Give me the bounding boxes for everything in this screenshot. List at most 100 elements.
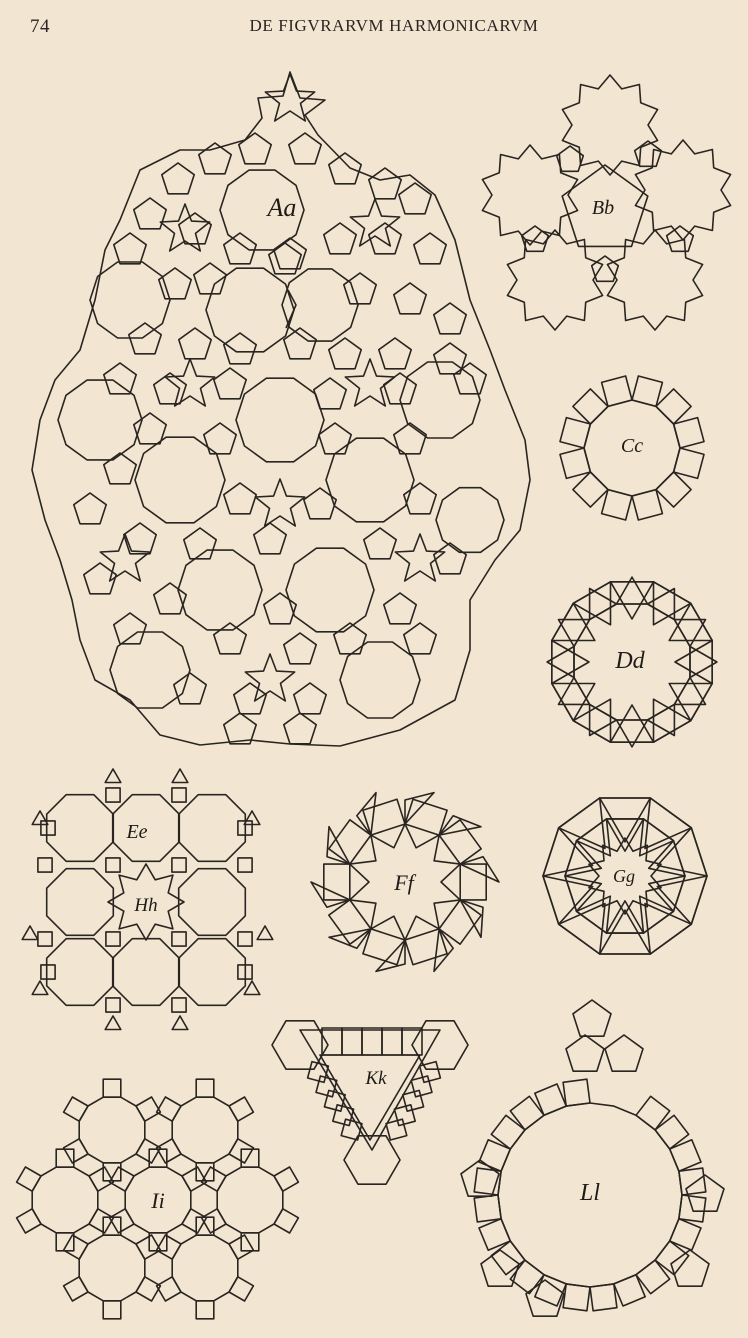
ii-square-6-8 bbox=[195, 1216, 215, 1236]
kk-square-right-4 bbox=[385, 1118, 408, 1141]
kk-square-left-2 bbox=[323, 1089, 347, 1112]
ii-square-1-8 bbox=[195, 1078, 215, 1098]
aa-pentagon-41 bbox=[402, 482, 438, 515]
ii-square-3-8 bbox=[148, 1148, 168, 1168]
aa-pentagon-8 bbox=[178, 212, 212, 245]
figure-label-kk: Kk bbox=[364, 1068, 387, 1089]
ff-rhomb-4 bbox=[433, 928, 455, 973]
ii-square-5-6 bbox=[62, 1234, 89, 1260]
bb-center-pentagon bbox=[561, 164, 649, 248]
aa-pentagon-48 bbox=[83, 562, 117, 595]
aa-pentagon-49 bbox=[153, 582, 187, 615]
gg-triangle-out-5 bbox=[542, 826, 594, 877]
dd-triangle-out-1 bbox=[646, 703, 676, 737]
gg-triangle-out-4 bbox=[542, 875, 594, 926]
bb-decagram-0 bbox=[561, 74, 659, 176]
ee-triangle-9 bbox=[171, 1015, 189, 1031]
aa-star-3 bbox=[164, 358, 216, 407]
gg-triangle-in-8 bbox=[638, 818, 675, 857]
aa-pentagon-50 bbox=[262, 592, 298, 625]
gg-triangle-in-1 bbox=[638, 895, 675, 934]
ll-square-0 bbox=[678, 1194, 707, 1223]
ll-pentagon-4 bbox=[685, 1174, 725, 1212]
kk-hexagon-1 bbox=[411, 1019, 469, 1070]
ee-octagon-2 bbox=[177, 793, 247, 863]
aa-star-0 bbox=[264, 73, 316, 122]
gg-triangle-in-5 bbox=[564, 839, 603, 877]
aa-pentagon-61 bbox=[282, 712, 318, 745]
dd-triangle-in-0 bbox=[668, 682, 714, 722]
bb-decagram-2 bbox=[634, 139, 732, 241]
gg-triangle-in-6 bbox=[575, 818, 612, 857]
ii-square-4-6 bbox=[200, 1166, 227, 1192]
kk-square-right-0 bbox=[418, 1060, 442, 1084]
kk-square-left-1 bbox=[315, 1075, 338, 1098]
ii-square-0-8 bbox=[102, 1078, 122, 1098]
dd-triangle-in-11 bbox=[674, 639, 714, 685]
ff-rhomb-9 bbox=[355, 791, 377, 836]
cc-square-10 bbox=[655, 388, 692, 425]
aa-decagon-8 bbox=[399, 361, 481, 439]
ee-triangle-0 bbox=[104, 768, 122, 784]
figure-label-hh: Hh bbox=[133, 895, 157, 916]
ll-square-3 bbox=[635, 1259, 671, 1295]
aa-decagon-4 bbox=[57, 379, 143, 461]
ii-square-2-10 bbox=[88, 1166, 115, 1192]
aa-star-4 bbox=[344, 358, 396, 407]
ii-square-1-0 bbox=[228, 1138, 255, 1164]
ii-square-2-2 bbox=[55, 1232, 75, 1252]
gg-triangle-out-3 bbox=[557, 902, 606, 955]
aa-pentagon-30 bbox=[213, 367, 247, 400]
aa-pentagon-17 bbox=[267, 242, 303, 275]
gg-triangle-in-2 bbox=[605, 900, 645, 934]
aa-pentagon-1 bbox=[198, 142, 232, 175]
ee-triangle-2 bbox=[31, 810, 49, 826]
bb-pentagon-4 bbox=[590, 255, 620, 283]
aa-pentagon-31 bbox=[312, 377, 348, 410]
aa-decagon-13 bbox=[435, 486, 505, 554]
ii-square-3-4 bbox=[108, 1208, 135, 1234]
ll-square-12 bbox=[473, 1167, 502, 1196]
ll-pentagon-5 bbox=[480, 1249, 520, 1287]
aa-pentagon-54 bbox=[282, 632, 318, 665]
running-head: DE FIGVRARVM HARMONICARVM bbox=[249, 16, 539, 35]
ll-square-10 bbox=[478, 1218, 512, 1251]
ff-rhomb-6 bbox=[328, 928, 372, 950]
aa-pentagon-9 bbox=[223, 232, 258, 265]
aa-pentagon-39 bbox=[223, 482, 258, 515]
ii-dodecagon-2 bbox=[31, 1166, 99, 1234]
ff-rhomb-1 bbox=[438, 814, 482, 836]
ii-square-3-6 bbox=[108, 1166, 135, 1192]
ii-dodecagon-1 bbox=[171, 1096, 239, 1164]
ll-square-20 bbox=[635, 1095, 671, 1131]
aa-pentagon-53 bbox=[213, 622, 247, 655]
aa-pentagon-12 bbox=[367, 222, 403, 255]
gg-inner-star bbox=[588, 837, 662, 915]
ii-square-1-2 bbox=[195, 1162, 215, 1182]
aa-pentagon-43 bbox=[123, 522, 157, 555]
aa-decagon-11 bbox=[109, 631, 191, 709]
aa-pentagon-10 bbox=[272, 237, 308, 270]
aa-pentagon-51 bbox=[382, 592, 418, 625]
ll-square-21 bbox=[654, 1114, 690, 1150]
gg-triangle-out-8 bbox=[644, 797, 693, 850]
aa-decagon-3 bbox=[89, 261, 171, 339]
ii-square-0-6 bbox=[62, 1096, 89, 1122]
ee-square-7 bbox=[171, 997, 187, 1013]
kk-square-left-0 bbox=[306, 1060, 330, 1084]
dd-triangle-in-9 bbox=[652, 580, 692, 626]
ee-square-8 bbox=[37, 857, 53, 873]
ii-square-0-4 bbox=[62, 1138, 89, 1164]
gg-triangle-in-0 bbox=[647, 875, 686, 913]
ll-pentagon-1 bbox=[604, 1034, 644, 1072]
aa-pentagon-25 bbox=[327, 337, 363, 370]
ee-triangle-6 bbox=[31, 980, 49, 996]
ii-square-4-10 bbox=[273, 1166, 300, 1192]
ff-square-4 bbox=[404, 928, 448, 966]
dd-triangle-in-5 bbox=[550, 639, 590, 685]
aa-pentagon-0 bbox=[161, 162, 195, 195]
ii-square-5-2 bbox=[102, 1300, 122, 1320]
ll-square-7 bbox=[533, 1273, 568, 1307]
ii-dodecagon-5 bbox=[78, 1234, 146, 1302]
ii-square-5-10 bbox=[135, 1234, 162, 1260]
